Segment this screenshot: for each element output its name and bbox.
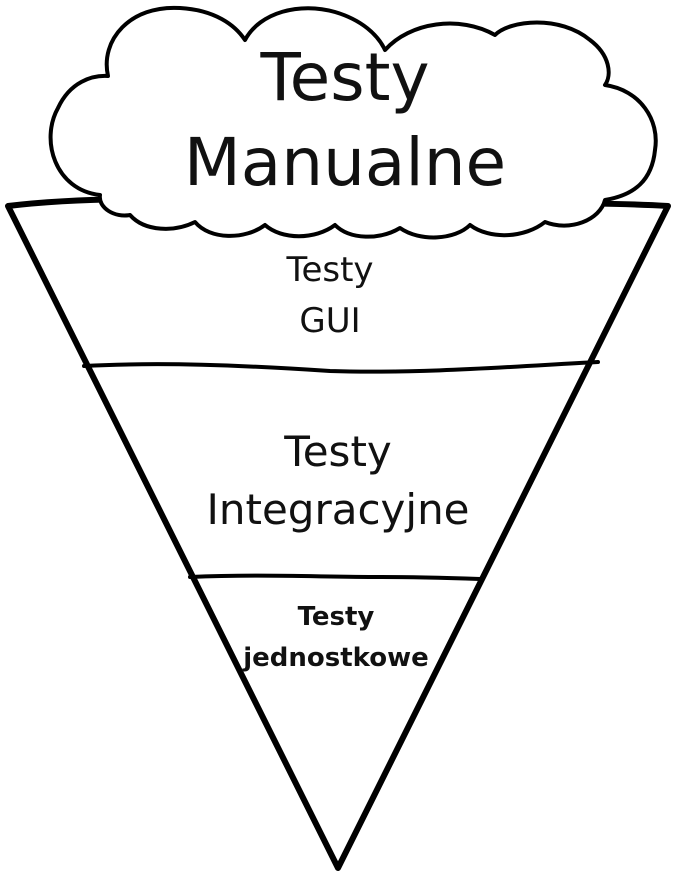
cloud-label-line2: Manualne [184, 124, 506, 201]
layer-gui-label-line2: GUI [299, 301, 360, 341]
layer-unit-label-line2: jednostkowe [242, 643, 429, 673]
layer-divider-upper [82, 360, 600, 374]
layer-unit-label-line1: Testy [298, 602, 375, 632]
cloud-label-line1: Testy [259, 39, 429, 116]
layer-integration-label-line1: Testy [283, 427, 392, 476]
layer-integration-label-line2: Integracyjne [206, 485, 469, 534]
cloud-shape [48, 5, 658, 240]
layer-gui-label-line1: Testy [285, 250, 373, 290]
layer-divider-lower [188, 573, 482, 581]
